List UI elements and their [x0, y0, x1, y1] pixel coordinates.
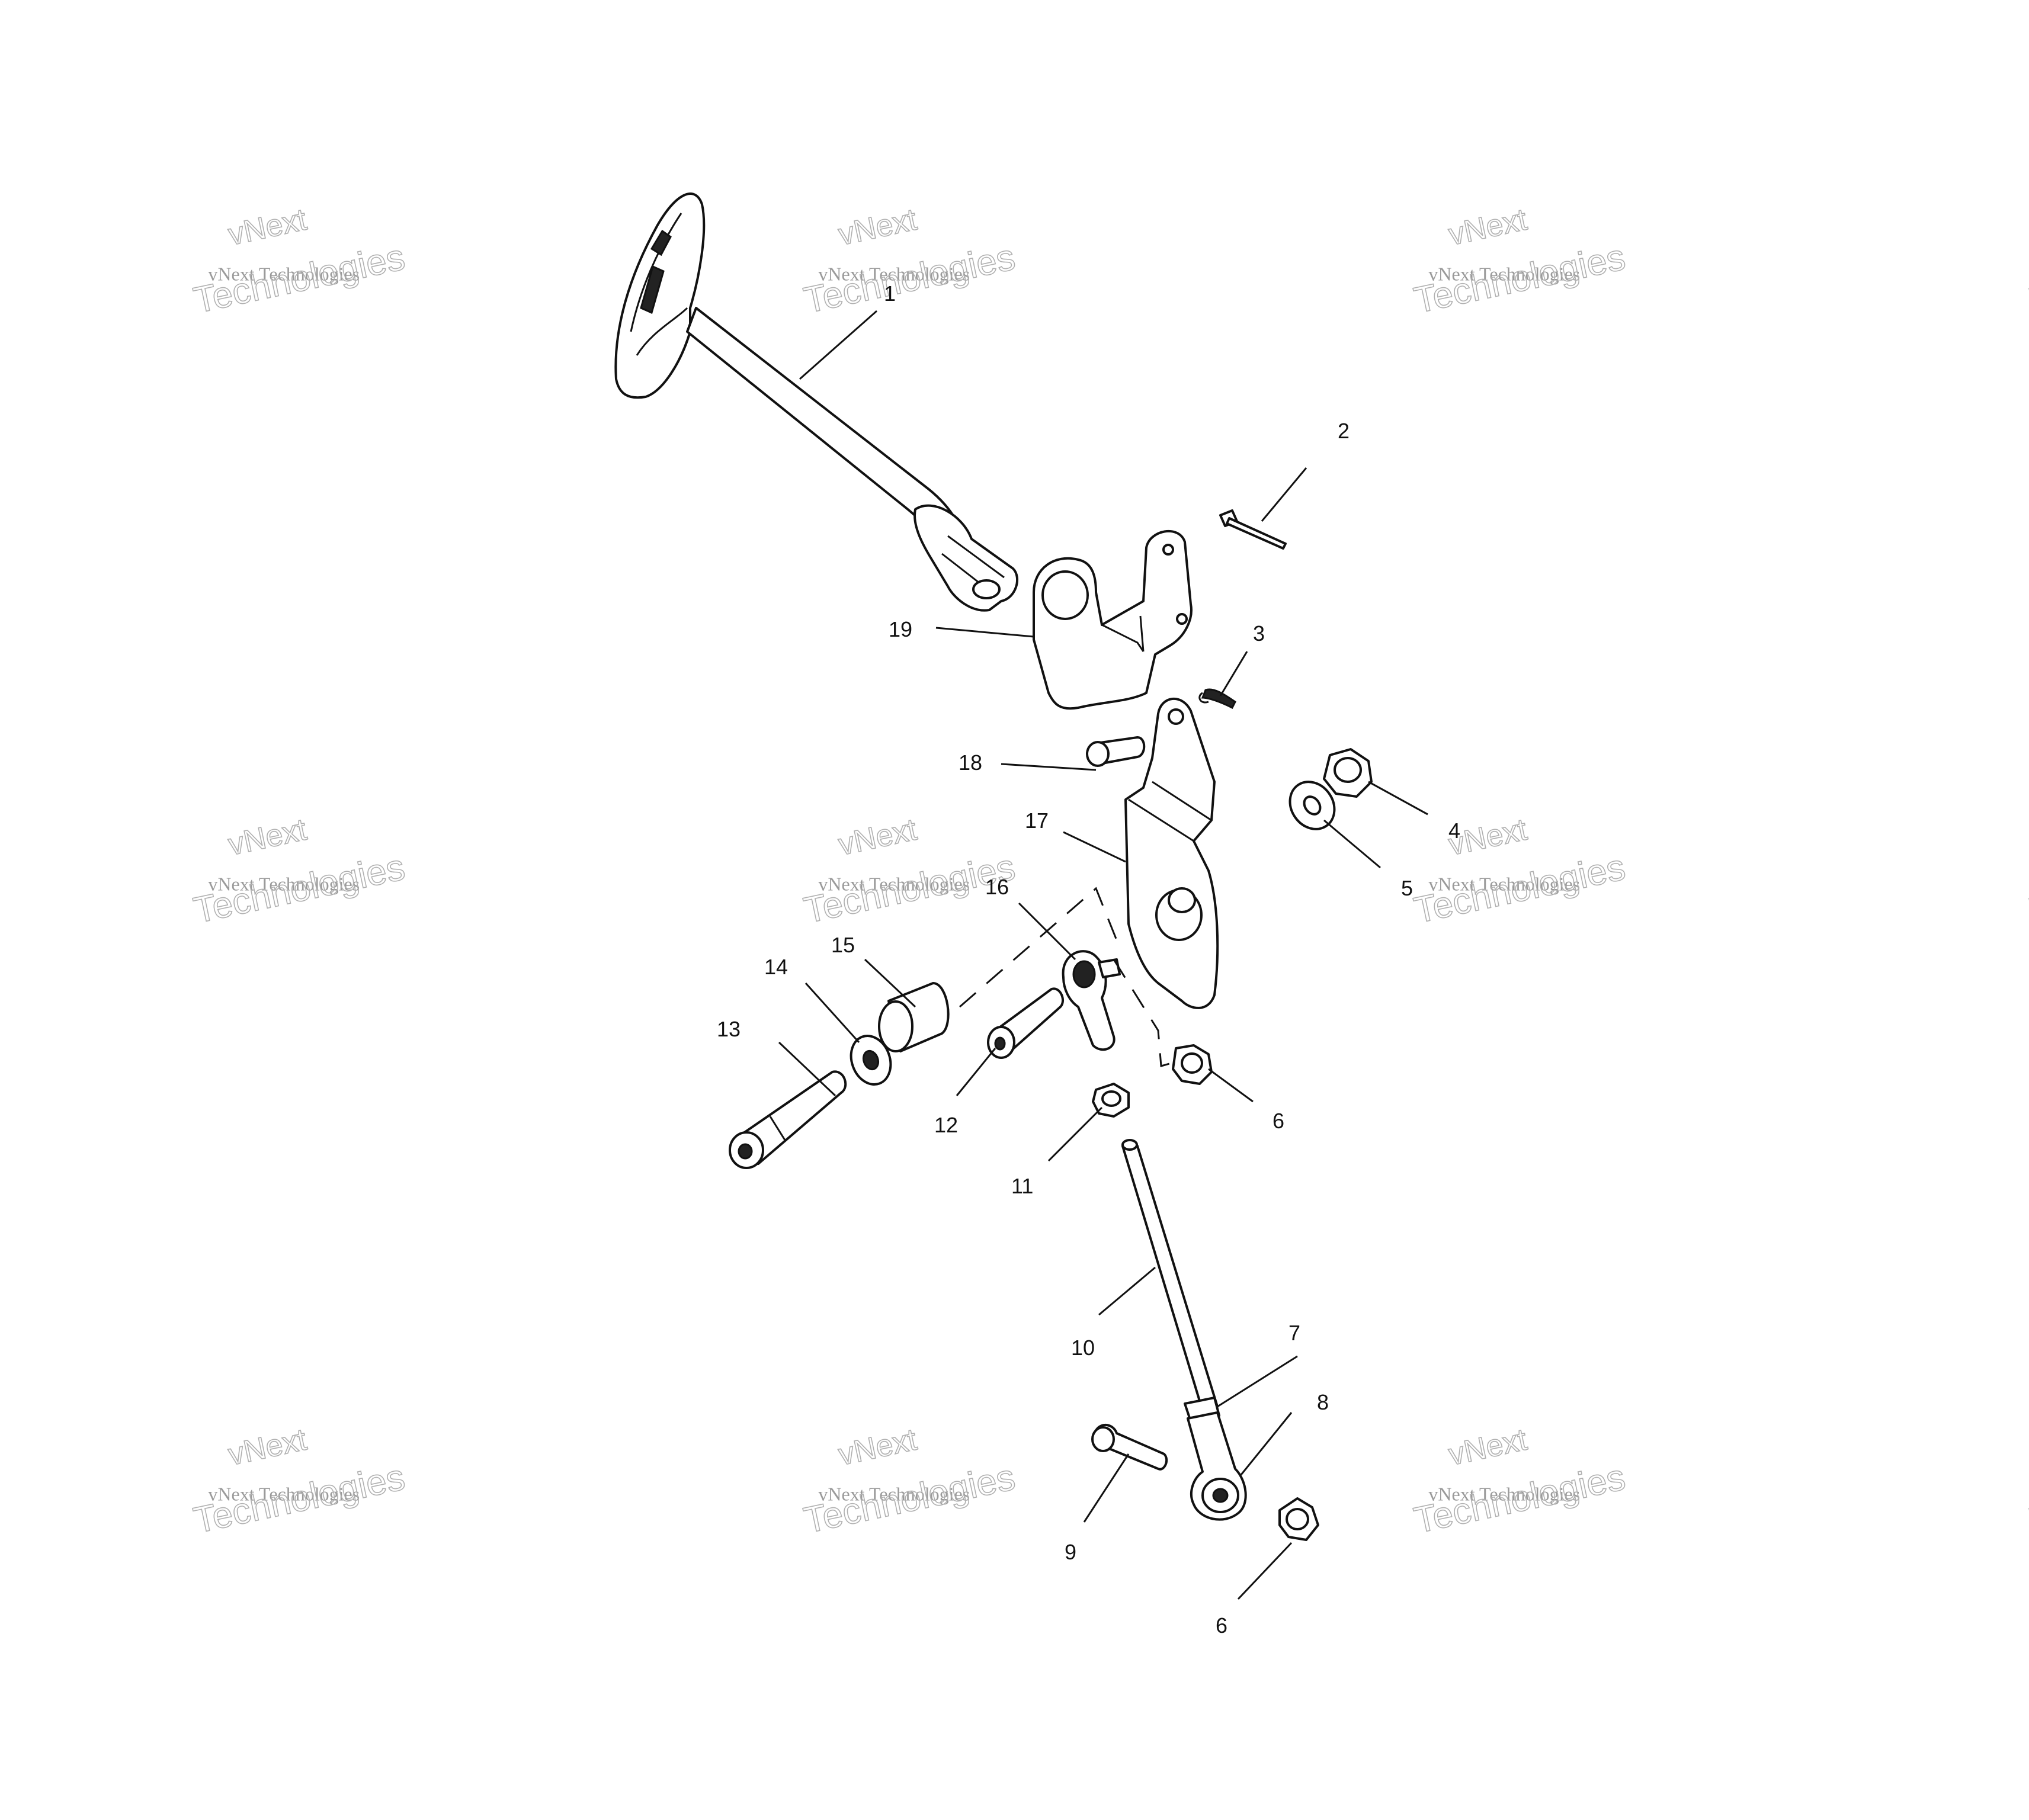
callout-3: 3: [1253, 621, 1265, 646]
part-6-nut-lower: [1278, 1497, 1319, 1541]
watermark-line2: vNext Technologies: [818, 874, 970, 895]
part-10-rod: [1121, 1139, 1219, 1412]
watermark-line3: Technologies: [800, 237, 1018, 322]
part-1-brake-pedal: [614, 192, 1019, 612]
callout-13: 13: [717, 1017, 741, 1041]
watermark-line2: vNext Technologies: [818, 1484, 970, 1505]
callout-7: 7: [1288, 1321, 1300, 1345]
callout-2: 2: [1338, 419, 1350, 443]
callout-5: 5: [1401, 876, 1413, 900]
part-14-washer: [850, 1035, 892, 1086]
callout-18: 18: [959, 750, 982, 775]
watermark-line3: Technologies: [190, 847, 408, 932]
watermark-line3: Technologies: [800, 1457, 1018, 1542]
callout-6-lower: 6: [1216, 1613, 1227, 1638]
callout-14: 14: [764, 955, 788, 979]
watermark-line3: Technologies: [2027, 847, 2029, 932]
part-17-arm-plate: [1124, 698, 1219, 1009]
callout-6-upper: 6: [1272, 1109, 1284, 1133]
callout-1: 1: [884, 281, 896, 306]
assembly-dashed-lines: [959, 887, 1182, 1067]
watermark-line1: vNext: [1445, 1422, 1530, 1472]
watermark-line3: Technologies: [1411, 847, 1629, 932]
watermark-line2: vNext Technologies: [208, 264, 360, 285]
part-12-bolt: [987, 987, 1064, 1059]
watermark-line1: vNext: [835, 1422, 920, 1472]
part-8-rod-end-lower: [1187, 1411, 1247, 1521]
watermark-line2: vNext Technologies: [1428, 1484, 1580, 1505]
watermark-line1: vNext: [225, 202, 310, 252]
watermark-line1: vNext: [1445, 202, 1530, 252]
part-19-bracket: [1033, 530, 1193, 710]
watermark-line1: vNext: [835, 812, 920, 862]
callout-16: 16: [985, 875, 1009, 899]
part-15-bushing: [878, 982, 950, 1052]
callout-10: 10: [1071, 1336, 1095, 1360]
watermark-line3: Technologies: [1411, 237, 1629, 322]
part-2-pin: [1219, 509, 1287, 550]
watermark-line2: vNext Technologies: [818, 264, 970, 285]
watermark-line2: vNext Technologies: [208, 874, 360, 895]
leader-lines: [778, 310, 1428, 1600]
part-5-washer: [1288, 781, 1336, 830]
callout-labels: 1 2 3 4 5 6 7 8 9 10 11 12 13 14 15 16 1…: [717, 281, 1460, 1638]
part-4-nut: [1323, 748, 1373, 798]
callout-8: 8: [1317, 1390, 1329, 1414]
part-16-rod-end: [1062, 950, 1121, 1051]
callout-12: 12: [934, 1113, 958, 1137]
watermark-line1: vNext: [835, 202, 920, 252]
callout-17: 17: [1025, 808, 1049, 833]
watermark-line3: Technologies: [190, 1457, 408, 1542]
watermark-line2: vNext Technologies: [1428, 264, 1580, 285]
callout-4: 4: [1448, 818, 1460, 843]
watermark-line1: vNext: [225, 1422, 310, 1472]
part-3-cotter-pin: [1198, 688, 1236, 710]
watermark-line2: vNext Technologies: [1428, 874, 1580, 895]
callout-15: 15: [831, 933, 855, 957]
part-6-nut-upper: [1172, 1044, 1213, 1085]
watermark-line3: Technologies: [2027, 1457, 2029, 1542]
part-18-clevis-pin: [1086, 736, 1146, 767]
watermark-line3: Technologies: [2027, 237, 2029, 322]
callout-9: 9: [1065, 1540, 1076, 1564]
watermark-line3: Technologies: [190, 237, 408, 322]
watermark-line3: Technologies: [1411, 1457, 1629, 1542]
watermark-line1: vNext: [225, 812, 310, 862]
part-13-long-bolt: [729, 1070, 847, 1169]
watermark-line2: vNext Technologies: [208, 1484, 360, 1505]
callout-19: 19: [889, 617, 912, 641]
part-9-bolt-lower: [1091, 1424, 1168, 1471]
callout-11: 11: [1011, 1174, 1033, 1198]
